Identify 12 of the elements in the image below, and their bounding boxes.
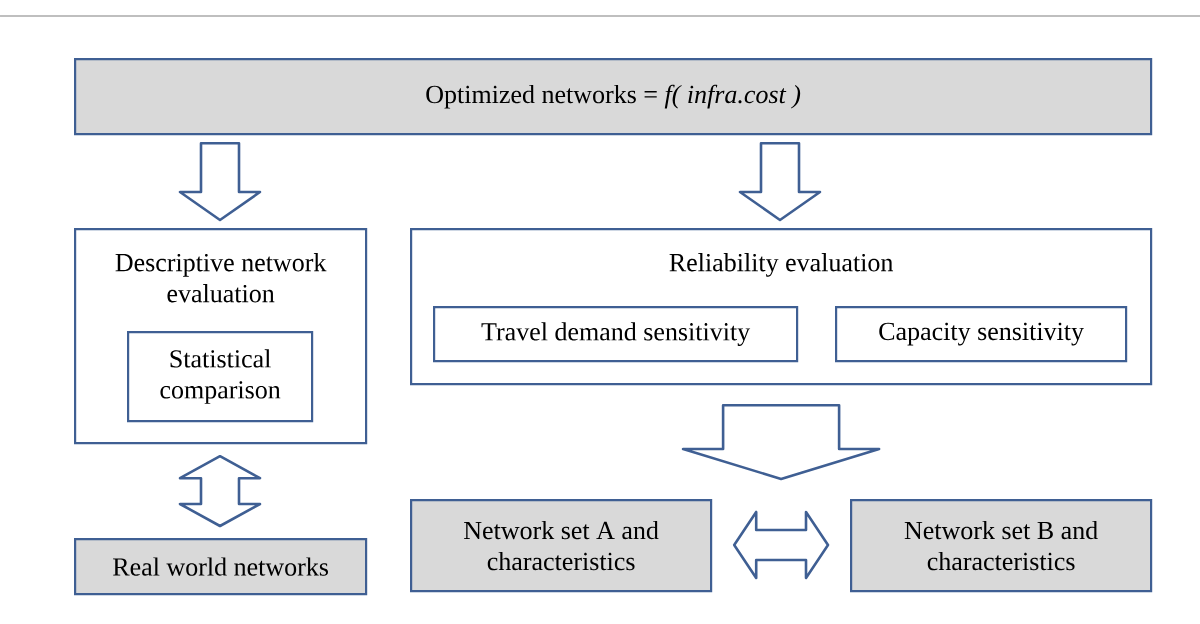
block-arrow: [178, 141, 262, 222]
process-box: Travel demand sensitivity: [433, 306, 799, 363]
block-arrow: [738, 141, 822, 222]
result-box: Network set A and characteristics: [410, 499, 713, 593]
block-arrow: [681, 403, 881, 481]
result-box: Real world networks: [74, 538, 368, 596]
process-box: Capacity sensitivity: [835, 306, 1128, 363]
result-box: Network set B and characteristics: [850, 499, 1153, 593]
header-box: Optimized networks = f( infra.cost ): [74, 58, 1153, 136]
block-arrow: [178, 454, 262, 528]
process-box: Statistical comparison: [127, 331, 314, 423]
block-arrow: [732, 510, 830, 580]
